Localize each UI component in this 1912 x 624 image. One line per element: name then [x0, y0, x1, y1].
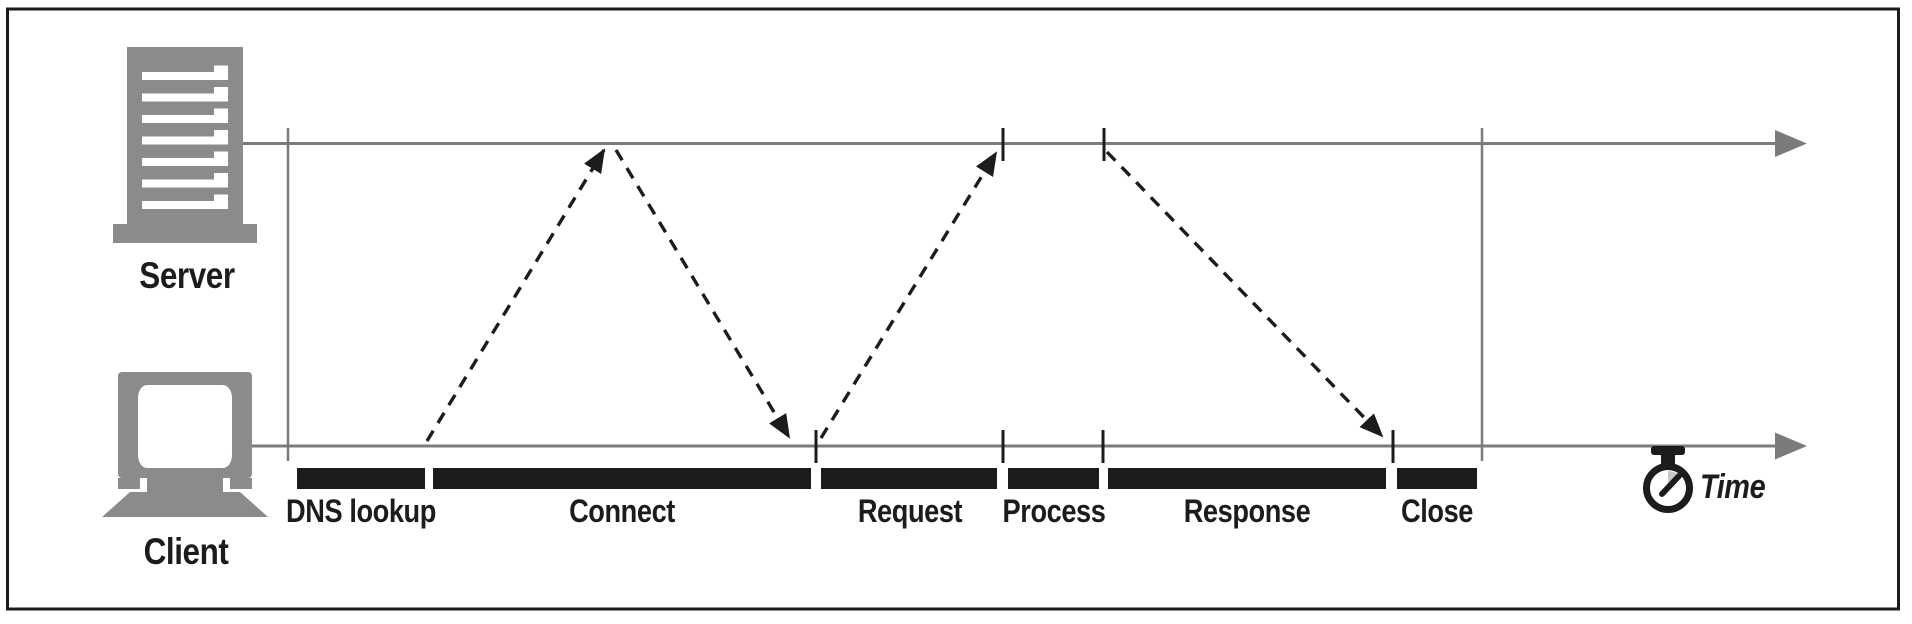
time-axis-label: Time	[1700, 468, 1766, 506]
arrow-connect-ack	[614, 149, 791, 439]
phase-bar-response	[1108, 468, 1386, 489]
phase-bar-close	[1397, 468, 1477, 489]
client-monitor-neck	[147, 477, 223, 494]
client-icon	[102, 372, 268, 517]
server-icon	[113, 47, 257, 243]
phase-label-dns-lookup: DNS lookup	[286, 493, 436, 529]
client-monitor-screen	[138, 385, 232, 468]
server-tower-base	[113, 224, 257, 243]
phase-bar-connect	[433, 468, 811, 489]
arrow-request-message	[819, 151, 998, 439]
server-label: Server	[139, 255, 235, 296]
client-timeline-arrowhead-icon	[1775, 432, 1807, 460]
stopwatch-icon	[1643, 446, 1693, 513]
phase-bar-dns-lookup	[297, 468, 425, 489]
phase-bar-request	[821, 468, 997, 489]
client-monitor-foot-left	[118, 478, 140, 489]
figure-border	[6, 7, 1900, 611]
server-vent-slats	[142, 65, 228, 209]
phase-bars	[297, 468, 1477, 489]
phase-label-response: Response	[1183, 493, 1311, 529]
phase-label-connect: Connect	[569, 493, 675, 529]
phase-bar-process	[1008, 468, 1099, 489]
phase-label-process: Process	[1002, 493, 1106, 529]
phase-label-request: Request	[857, 493, 963, 529]
phase-label-close: Close	[1401, 493, 1473, 529]
client-tick-marks	[814, 430, 1395, 463]
client-label: Client	[143, 531, 229, 572]
arrow-connect-syn	[425, 148, 606, 442]
server-timeline-arrowhead-icon	[1775, 130, 1807, 157]
message-arrows	[425, 148, 1384, 442]
client-monitor-foot-right	[230, 478, 252, 489]
arrow-response-message	[1105, 150, 1384, 438]
client-monitor-stand	[102, 492, 268, 517]
stopwatch-hand	[1659, 473, 1682, 497]
server-tick-marks	[1001, 128, 1106, 161]
